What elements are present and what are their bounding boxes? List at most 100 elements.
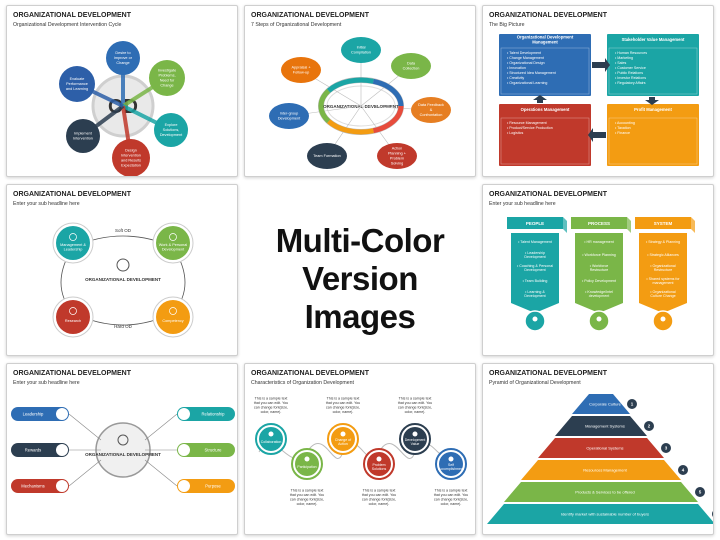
six-factors-diagram: ORGANIZATIONAL DEVELOPMENT LeadershipRew… (11, 407, 235, 493)
svg-text:Mechanisms: Mechanisms (21, 484, 45, 489)
svg-text:Participation: Participation (297, 465, 316, 469)
svg-text:• Investor Relations: • Investor Relations (615, 76, 646, 80)
svg-text:Identify market with sustainab: Identify market with sustainable number … (561, 512, 649, 517)
svg-text:• Structured Idea Management: • Structured Idea Management (507, 71, 556, 75)
svg-text:Corporate Culture: Corporate Culture (589, 402, 622, 407)
svg-text:• Creativity: • Creativity (507, 76, 524, 80)
svg-text:• Regulatory Affairs: • Regulatory Affairs (615, 81, 646, 85)
svg-text:• Workforce Planning: • Workforce Planning (582, 253, 616, 257)
svg-text:1: 1 (631, 402, 634, 407)
slide-subtitle: Enter your sub headline here (13, 201, 80, 207)
slide-title: ORGANIZATIONAL DEVELOPMENT (489, 370, 607, 377)
slide-thumbnail-soft-hard-od[interactable]: ORGANIZATIONAL DEVELOPMENT Enter your su… (6, 184, 238, 356)
column: SYSTEM• Strategy & Planning• Strategic A… (635, 217, 695, 332)
headline-line-2: Version Images (302, 260, 418, 335)
factor-right: Structure (177, 443, 235, 457)
svg-text:Stakeholder Value Management: Stakeholder Value Management (622, 37, 685, 42)
svg-text:• Talent Development: • Talent Development (507, 51, 541, 55)
pyramid-level: 1 Corporate Culture (572, 394, 637, 414)
svg-text:• Accounting: • Accounting (615, 121, 635, 125)
svg-text:• HR management: • HR management (584, 240, 613, 244)
svg-text:Appraisal +Follow-up: Appraisal +Follow-up (291, 66, 311, 75)
svg-text:• Resource Management: • Resource Management (507, 121, 547, 125)
svg-text:• Innovation: • Innovation (507, 66, 526, 70)
svg-text:Operational Systems: Operational Systems (586, 446, 623, 451)
slide-thumbnail-people-process-system[interactable]: ORGANIZATIONAL DEVELOPMENT Enter your su… (482, 184, 714, 356)
slide-subtitle: Characteristics of Organization Developm… (251, 380, 354, 386)
svg-text:• Public Relations: • Public Relations (615, 71, 643, 75)
soft-hard-od-diagram: Soft OD Hard OD ORGANIZATIONAL DEVELOPME… (52, 222, 194, 338)
slide-thumbnail-seven-steps[interactable]: ORGANIZATIONAL DEVELOPMENT 7 Steps of Or… (244, 5, 476, 177)
svg-text:Products & Services to be offe: Products & Services to be offered (575, 490, 635, 495)
slide-thumbnail-pyramid[interactable]: ORGANIZATIONAL DEVELOPMENT Pyramid of Or… (482, 363, 714, 535)
svg-text:Profit Management: Profit Management (634, 107, 672, 112)
svg-text:Structure: Structure (205, 448, 223, 453)
svg-text:• Marketing: • Marketing (615, 56, 633, 60)
svg-text:• Organizational Learning: • Organizational Learning (507, 81, 547, 85)
pyramid-level: 6Identify market with sustainable number… (487, 504, 713, 524)
headline-line-1: Multi-Color (275, 222, 445, 259)
svg-text:Data Feedback&Confrontation: Data Feedback&Confrontation (418, 103, 444, 117)
svg-text:SYSTEM: SYSTEM (654, 221, 673, 226)
slide-thumbnail-six-factors[interactable]: ORGANIZATIONAL DEVELOPMENT Enter your su… (6, 363, 238, 535)
svg-text:• Learning &Development: • Learning &Development (524, 290, 545, 298)
slide-thumbnail-od-cycle[interactable]: ORGANIZATIONAL DEVELOPMENT Organizationa… (6, 5, 238, 177)
svg-text:4: 4 (682, 468, 685, 473)
svg-text:• Logistics: • Logistics (507, 131, 523, 135)
svg-text:Collaboration: Collaboration (261, 440, 282, 444)
od-node: Research (52, 296, 94, 338)
svg-text:2: 2 (648, 424, 651, 429)
factor-right: Purpose (177, 479, 235, 493)
center-label: ORGANIZATIONAL DEVELOPMENT (85, 452, 161, 457)
slide-thumbnail-characteristics[interactable]: ORGANIZATIONAL DEVELOPMENT Characteristi… (244, 363, 476, 535)
picture-box: Stakeholder Value Management • Human Reso… (607, 34, 699, 96)
svg-text:Purpose: Purpose (205, 484, 221, 489)
slide-title: ORGANIZATIONAL DEVELOPMENT (13, 370, 131, 377)
svg-text:PROCESS: PROCESS (588, 221, 610, 226)
slide-thumbnail-big-picture[interactable]: ORGANIZATIONAL DEVELOPMENT The Big Pictu… (482, 5, 714, 177)
svg-text:• Human Resources: • Human Resources (615, 51, 647, 55)
svg-text:Competency: Competency (162, 319, 183, 323)
column: PROCESS • HR management • Workforce Planni… (571, 217, 631, 332)
pyramid-level: 3 Operational Systems (538, 438, 671, 458)
svg-text:• Organizational Design: • Organizational Design (507, 61, 545, 65)
od-node: Competency (152, 296, 194, 338)
slide-title: ORGANIZATIONAL DEVELOPMENT (489, 12, 607, 19)
svg-text:Relationship: Relationship (201, 412, 225, 417)
svg-text:3: 3 (665, 446, 668, 451)
slide-title: ORGANIZATIONAL DEVELOPMENT (251, 370, 369, 377)
svg-text:• Strategic Alliances: • Strategic Alliances (647, 253, 679, 257)
step-node: Data Feedback&Confrontation (411, 97, 451, 123)
svg-text:Resources Management: Resources Management (583, 468, 627, 473)
